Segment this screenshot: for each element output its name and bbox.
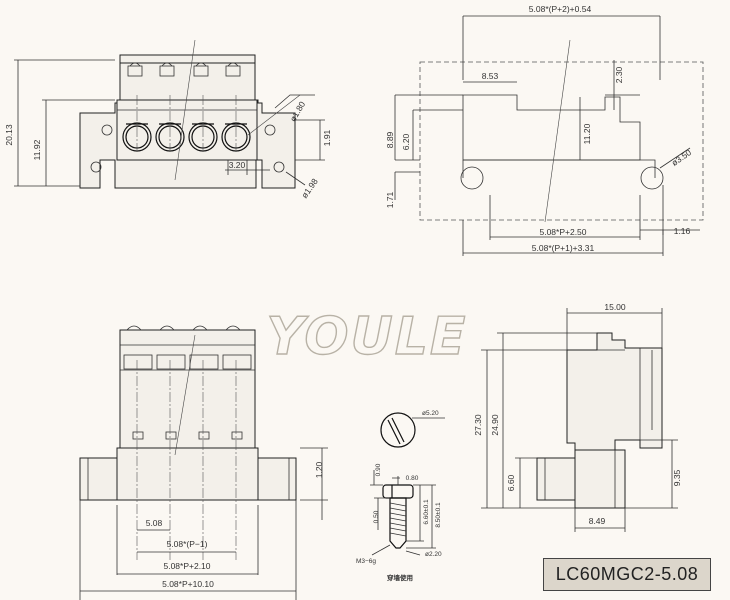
part-number-label: LC60MGC2-5.08 [543,558,711,591]
bottom-release-tabs [123,325,252,440]
front-hole-right [264,124,276,136]
dim-15-00: 15.00 [604,302,626,312]
dim-8-49: 8.49 [589,516,606,526]
dim-8-89: 8.89 [385,131,395,148]
dim-24-90: 24.90 [490,414,500,436]
front-hole-right-lower [273,161,285,173]
side-view: 15.00 27.30 24.90 6.60 9.35 8.49 [473,302,682,532]
watermark-logo: YOULE [266,306,468,367]
screw-detail: ø5.20 0.90 0.80 0.50 6.60±0.1 8.50±0.1 M… [356,410,445,582]
dim-pitch-5-08: 5.08 [146,518,163,528]
dim-cutout-top-width: 5.08*(P+2)+0.54 [529,4,592,14]
dim-width-p-minus-1: 5.08*(P−1) [167,539,208,549]
dim-width-p-plus-10-10: 5.08*P+10.10 [162,579,214,589]
front-view: 20.13 11.92 ø1.80 1.91 3.20 ø1.98 [4,39,332,200]
dim-screw-head-dia: ø5.20 [422,410,439,417]
cutout-profile [462,94,641,161]
dim-1-20: 1.20 [314,461,324,478]
panel-cutout-view: 5.08*(P+2)+0.54 8.53 2.30 8.89 6.20 11.2… [385,4,704,256]
cutout-hole-left [460,166,484,190]
dim-thread-m3: M3−6g [356,558,376,565]
bottom-plug-body [119,329,256,449]
dim-1-91: 1.91 [322,129,332,146]
dim-width-p-plus-2-10: 5.08*P+2.10 [163,561,210,571]
dim-cutout-bottom-width-2: 5.08*(P+1)+3.31 [532,243,595,253]
dim-11-20: 11.20 [582,123,592,144]
screw-head-top-view [380,412,416,448]
dim-9-35: 9.35 [672,469,682,486]
dim-hole-3-50: ø3.50 [670,147,694,168]
dim-1-16: 1.16 [674,226,691,236]
dim-6-60-side: 6.60 [506,474,516,491]
cutout-hole-right [640,166,664,190]
dim-shank-dia: ø2.20 [425,551,442,558]
dim-cutout-bottom-width-1: 5.08*P+2.50 [539,227,586,237]
dim-8-53: 8.53 [482,71,499,81]
bottom-flange-center [116,447,259,501]
screw-head [382,484,414,499]
front-hole-left [101,124,113,136]
dim-0-90: 0.90 [375,463,382,476]
front-hole-left-lower [90,161,102,173]
front-release-tabs [127,62,241,77]
dim-3-20: 3.20 [229,160,246,170]
dim-0-50: 0.50 [373,510,380,523]
dim-6-20: 6.20 [401,133,411,150]
dim-11-92: 11.92 [32,139,42,160]
side-body-lower [574,449,626,509]
side-body-upper [566,332,663,451]
dim-8-50: 8.50±0.1 [435,502,442,528]
screw-thread [389,497,407,549]
dim-2-30: 2.30 [614,66,624,83]
dim-hole-1-98: ø1.98 [299,176,320,200]
dim-1-71: 1.71 [385,191,395,208]
panel-outline [419,61,704,221]
bottom-flange-right [257,457,297,501]
dim-20-13: 20.13 [4,124,14,146]
dim-27-30: 27.30 [473,414,483,436]
screw-note: 穿墙使用 [387,573,413,582]
dim-0-80: 0.80 [406,475,419,482]
bottom-view: 1.20 5.08 5.08*(P−1) 5.08*P+2.10 5.08*P+… [79,325,328,600]
dim-6-60-screw: 6.60±0.1 [423,499,430,525]
bottom-flange-left [79,457,118,501]
